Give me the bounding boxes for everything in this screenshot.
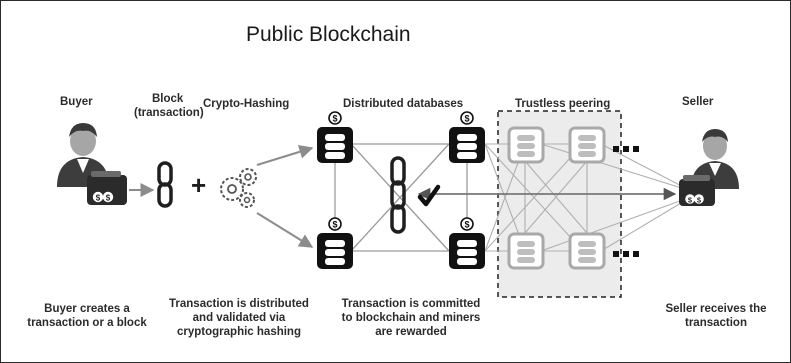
diagram-title: Public Blockchain: [246, 23, 411, 46]
svg-text:Transaction is committed: Transaction is committed: [342, 298, 481, 310]
arrow-to-db-bottom: [256, 212, 314, 248]
header-distributed-databases: Distributed databases: [343, 98, 463, 110]
caption-buyer: Buyer creates a transaction or a block: [27, 303, 147, 329]
svg-text:cryptographic hashing: cryptographic hashing: [177, 326, 301, 338]
svg-text:$: $: [332, 220, 337, 230]
svg-text:$: $: [464, 114, 469, 124]
ellipsis-top-icon: [613, 146, 639, 152]
buyer-wallet-icon: $ $: [87, 171, 127, 205]
ellipsis-bottom-icon: [613, 251, 639, 257]
seller-wallet-icon: $ $: [679, 175, 715, 206]
crypto-gears-icon: [220, 168, 257, 208]
database-node-top-right: $: [449, 111, 485, 163]
database-node-bottom-left: $: [317, 217, 353, 269]
header-trustless-peering: Trustless peering: [515, 98, 610, 110]
svg-text:$: $: [464, 220, 469, 230]
svg-text:Seller receives the: Seller receives the: [665, 303, 766, 315]
database-node-top-left: $: [317, 111, 353, 163]
svg-text:$: $: [96, 194, 101, 203]
peering-node-4: [568, 232, 606, 270]
svg-text:$: $: [106, 194, 111, 203]
svg-text:to blockchain and miners: to blockchain and miners: [342, 312, 481, 324]
header-block-line1: Block: [152, 93, 184, 105]
svg-text:$: $: [332, 114, 337, 124]
blockchain-chain-icon: [390, 156, 406, 234]
caption-committed: Transaction is committed to blockchain a…: [342, 298, 481, 338]
svg-text:$: $: [697, 195, 702, 204]
header-crypto-hashing: Crypto-Hashing: [203, 98, 289, 110]
arrow-to-db-top: [256, 145, 314, 166]
peering-node-2: [568, 126, 606, 164]
caption-seller: Seller receives the transaction: [665, 303, 766, 329]
svg-text:and validated via: and validated via: [193, 312, 286, 324]
header-seller: Seller: [682, 96, 714, 108]
peering-node-3: [507, 232, 545, 270]
svg-text:Buyer creates a: Buyer creates a: [44, 303, 130, 315]
database-node-bottom-right: $: [449, 217, 485, 269]
header-block-line2: (transaction): [134, 107, 204, 119]
plus-sign: +: [191, 170, 206, 200]
svg-text:transaction or a block: transaction or a block: [27, 317, 147, 329]
svg-text:$: $: [688, 195, 693, 204]
caption-distributed: Transaction is distributed and validated…: [169, 298, 309, 338]
block-link-icon: [157, 161, 173, 208]
svg-text:are rewarded: are rewarded: [375, 326, 447, 338]
checkmark-icon: [417, 184, 441, 207]
peering-node-1: [507, 126, 545, 164]
svg-text:transaction: transaction: [685, 317, 747, 329]
header-buyer: Buyer: [60, 96, 93, 108]
svg-text:Transaction is distributed: Transaction is distributed: [169, 298, 309, 310]
